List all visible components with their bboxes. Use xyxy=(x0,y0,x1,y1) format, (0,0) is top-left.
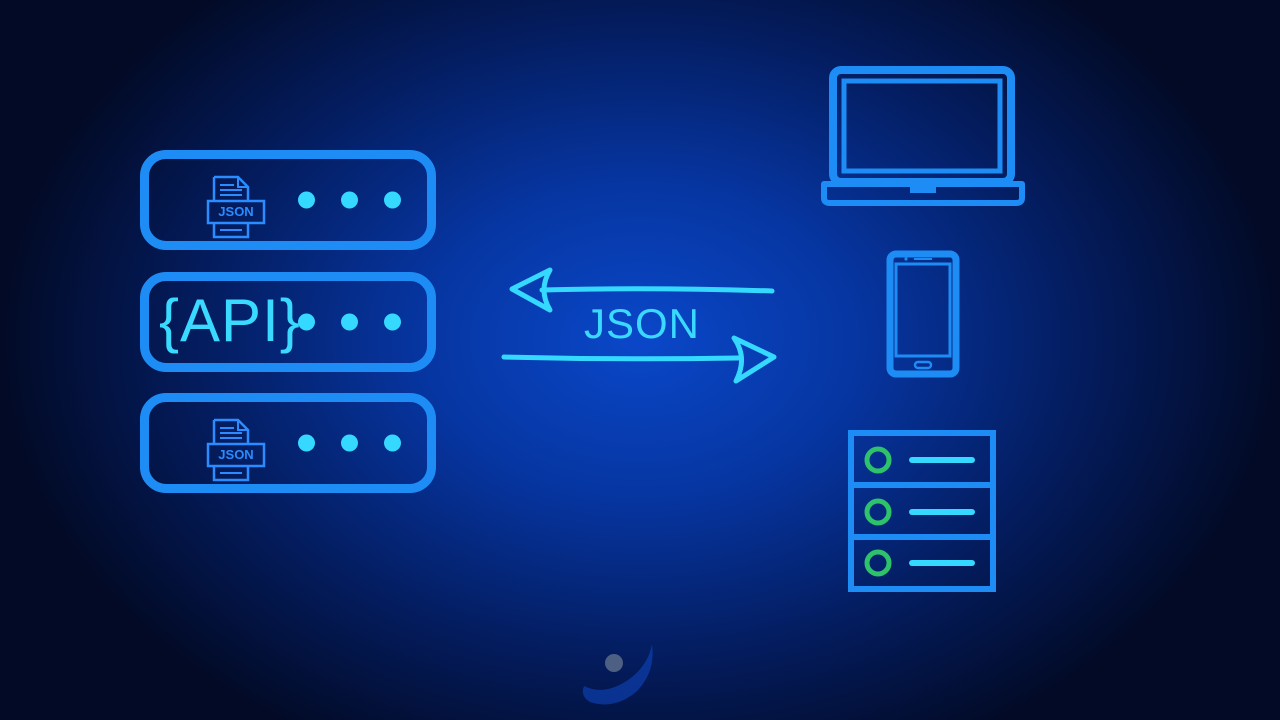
laptop-icon xyxy=(821,66,1025,206)
server-rack-api: {API} xyxy=(140,272,436,372)
status-dots xyxy=(298,313,401,331)
status-dots xyxy=(298,191,401,209)
arrow-right-icon xyxy=(501,335,777,384)
json-file-label: JSON xyxy=(218,447,254,462)
arrow-left-icon xyxy=(509,267,775,313)
json-file-label: JSON xyxy=(218,204,254,219)
server-rack-bottom: JSON xyxy=(140,393,436,493)
status-dot xyxy=(298,434,315,452)
json-file-icon: JSON xyxy=(202,175,272,239)
status-dot xyxy=(384,313,401,331)
status-dot xyxy=(384,434,401,452)
status-dots xyxy=(298,434,401,452)
json-exchange-label: JSON xyxy=(584,300,701,347)
status-dot xyxy=(298,191,315,209)
json-file-icon: JSON xyxy=(202,418,272,482)
exchange-arrows xyxy=(501,267,777,384)
status-dot xyxy=(341,434,358,452)
status-dot xyxy=(341,191,358,209)
server-rack-top: JSON xyxy=(140,150,436,250)
logo-icon xyxy=(582,644,653,705)
status-dot xyxy=(298,313,315,331)
database-server-icon xyxy=(848,430,996,592)
smartphone-icon xyxy=(886,250,960,378)
status-dot xyxy=(341,313,358,331)
status-dot xyxy=(384,191,401,209)
api-label: {API} xyxy=(159,287,301,355)
